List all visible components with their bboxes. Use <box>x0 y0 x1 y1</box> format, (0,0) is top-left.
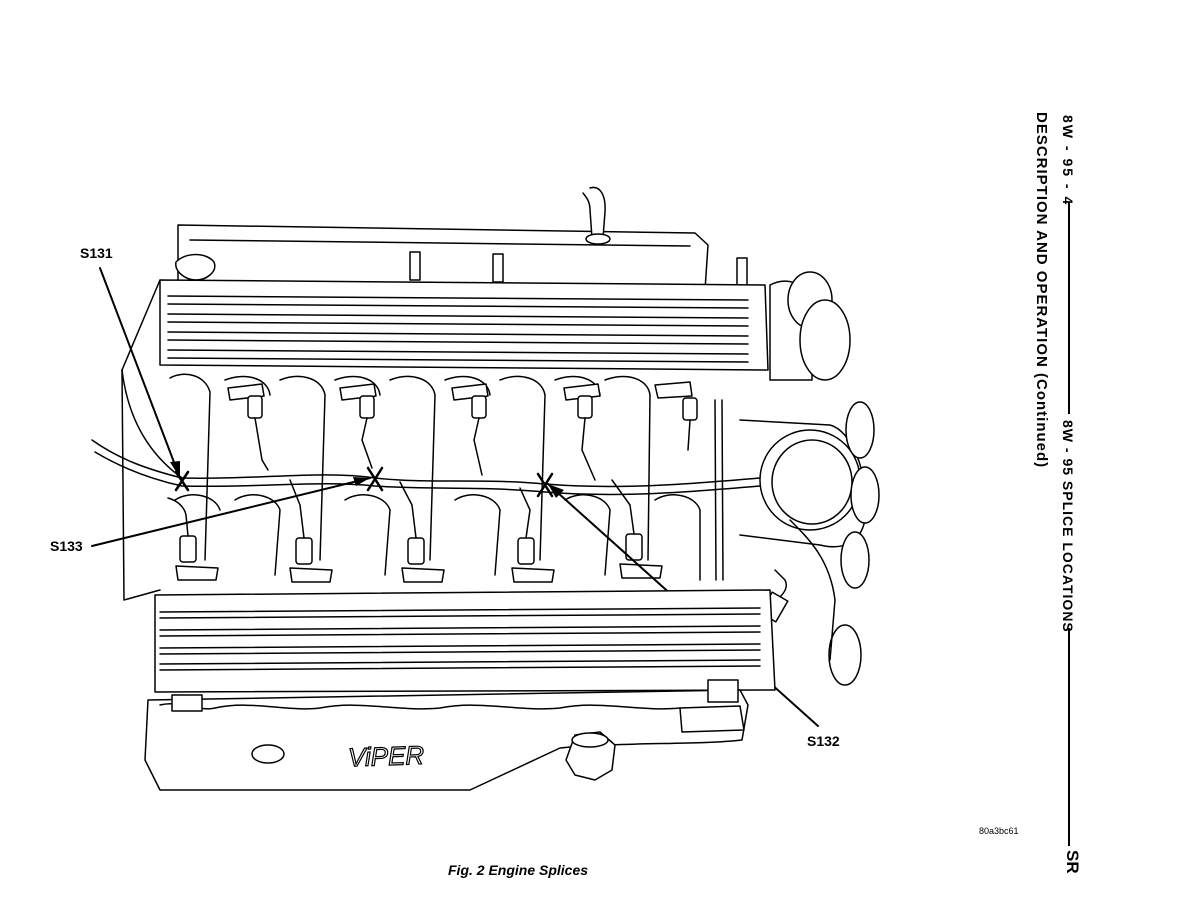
lower-intake-rail <box>154 589 776 693</box>
upper-intake-rail <box>159 279 769 371</box>
figure-caption: Fig. 2 Engine Splices <box>448 862 589 878</box>
header-rule <box>1068 628 1070 846</box>
page-reference: 8W - 95 - 4 <box>1060 115 1076 207</box>
splice-s132-marker <box>536 472 554 498</box>
wire-harness <box>91 369 761 581</box>
engine-badge: ViPER <box>348 740 425 773</box>
callout-s133: S133 <box>50 538 83 554</box>
subsection-title: DESCRIPTION AND OPERATION (Continued) <box>1033 112 1050 469</box>
lower-injectors <box>167 479 663 583</box>
accessory-drive <box>739 271 880 686</box>
s133-leader <box>91 477 371 547</box>
intake-runners <box>169 373 701 581</box>
splice-s133-marker <box>366 466 384 492</box>
section-title: 8W - 95 SPLICE LOCATIONS <box>1060 420 1076 633</box>
figure-code: 80a3bc61 <box>979 826 1019 836</box>
s131-leader <box>99 267 181 479</box>
callout-s132: S132 <box>807 733 840 749</box>
engine-block-edge <box>121 279 161 601</box>
rear-valve-cover <box>175 186 748 291</box>
front-valve-cover <box>144 679 749 791</box>
callout-s131: S131 <box>80 245 113 261</box>
header-rule <box>1068 202 1070 414</box>
model-code: SR <box>1063 850 1082 874</box>
upper-injectors <box>227 381 698 481</box>
